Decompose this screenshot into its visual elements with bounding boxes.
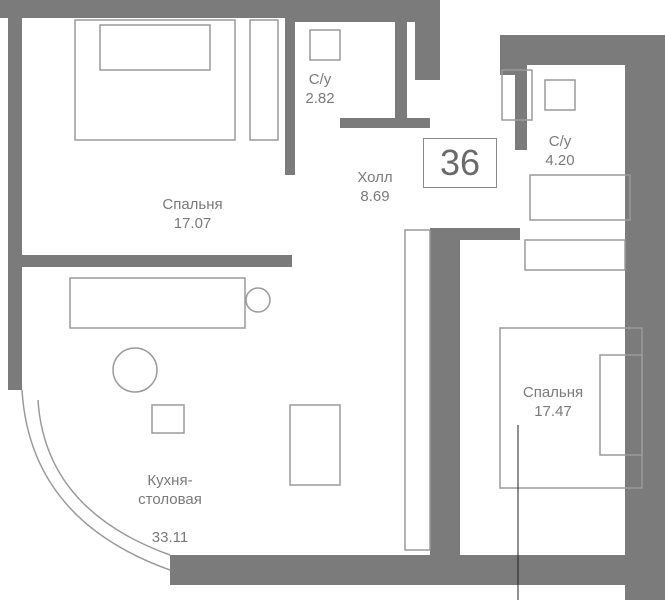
room-name: С/у <box>308 71 332 88</box>
room-name: Холл <box>357 169 393 186</box>
room-area: 2.82 <box>305 90 335 107</box>
room-name: Спальня <box>522 384 584 401</box>
room-name: С/у <box>548 133 572 150</box>
furniture <box>21 19 643 571</box>
room-area: 8.69 <box>360 188 390 205</box>
room-name: Спальня <box>162 196 223 213</box>
room-area: 17.07 <box>173 215 212 232</box>
room-area: 33.11 <box>151 529 189 546</box>
apartment-number: 36 <box>423 138 497 188</box>
room-area: 4.20 <box>545 152 575 169</box>
room-label-bedroom-2: Спальня 17.47 <box>508 383 598 421</box>
room-label-bedroom-1: Спальня 17.07 <box>140 195 245 233</box>
room-label-wc-2: С/у 4.20 <box>535 132 585 170</box>
room-name: Кухня- столовая <box>138 472 202 508</box>
room-label-hall: Холл 8.69 <box>340 168 410 206</box>
room-area: 17.47 <box>534 403 572 420</box>
room-label-wc-1: С/у 2.82 <box>295 70 345 108</box>
room-label-kitchen-dining: Кухня- столовая 33.11 <box>115 452 225 566</box>
